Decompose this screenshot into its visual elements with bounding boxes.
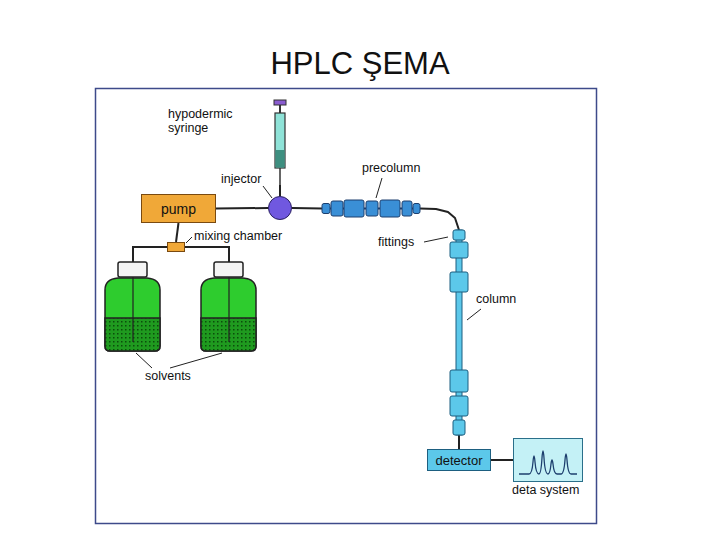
fitting: [380, 200, 400, 217]
syringe-barrel: [275, 113, 285, 168]
part-label: injector: [221, 172, 271, 186]
node-outline: [513, 438, 583, 482]
screen-part: deta system: [513, 438, 583, 482]
part-label: precolumn: [362, 161, 437, 175]
process-box: detector: [427, 449, 491, 471]
tubing-connector: [176, 223, 179, 242]
tubing-connector: [420, 209, 459, 231]
fitting: [453, 420, 465, 435]
precol-part: precolumn: [322, 200, 420, 217]
part-label: solvents: [145, 369, 205, 383]
part-label: deta system: [512, 483, 602, 497]
needle: [279, 168, 281, 185]
chromatogram: [519, 451, 577, 474]
circle-part: injector: [268, 196, 292, 220]
box-text: detector: [436, 453, 483, 468]
node-outline: [322, 200, 420, 217]
fitting: [322, 204, 330, 214]
fitting: [450, 370, 468, 392]
chamber-shape: [168, 243, 185, 252]
tubing-connector: [458, 435, 460, 449]
fitting: [450, 242, 468, 258]
fitting: [450, 396, 468, 416]
chamber-part: mixing chamber: [167, 242, 185, 252]
node-outline: [450, 230, 468, 435]
box-label: pump: [141, 194, 216, 223]
tubing-connector: [279, 185, 281, 196]
node-outline: [167, 242, 185, 252]
process-box: pump: [141, 194, 216, 223]
part-label: column: [476, 292, 536, 306]
tubing-connector: [216, 207, 268, 210]
fitting: [366, 201, 378, 216]
fitting: [331, 201, 343, 216]
fitting: [344, 200, 364, 217]
fitting: [450, 272, 468, 292]
syringe-part: hypodermic syringe: [272, 100, 288, 185]
tubing-connector: [491, 459, 513, 461]
box-text: pump: [161, 201, 196, 217]
box-shape: [428, 450, 491, 471]
syringe-cap: [274, 100, 286, 105]
plunger: [279, 105, 281, 113]
frame: [96, 89, 597, 524]
solvent-bottle: [105, 247, 256, 351]
part-label: hypodermic syringe: [168, 107, 246, 135]
node-outline: [272, 100, 288, 185]
box-label: detector: [427, 449, 491, 471]
part-label: mixing chamber: [194, 229, 304, 243]
box-text: pump: [161, 201, 196, 217]
fitting: [453, 230, 465, 240]
column-part: column: [450, 230, 468, 435]
part-label: fittings: [378, 235, 428, 249]
node-outline: [268, 196, 292, 220]
injector-valve: [269, 197, 292, 220]
screen-shape: [514, 439, 583, 482]
box-shape: [142, 195, 216, 223]
title: HPLC ŞEMA: [0, 46, 720, 82]
tubing-connector: [292, 207, 322, 210]
syringe-liquid: [276, 150, 285, 168]
leader-line: [136, 178, 481, 368]
box-text: detector: [436, 453, 483, 468]
fitting: [413, 204, 420, 214]
fitting: [402, 201, 412, 216]
